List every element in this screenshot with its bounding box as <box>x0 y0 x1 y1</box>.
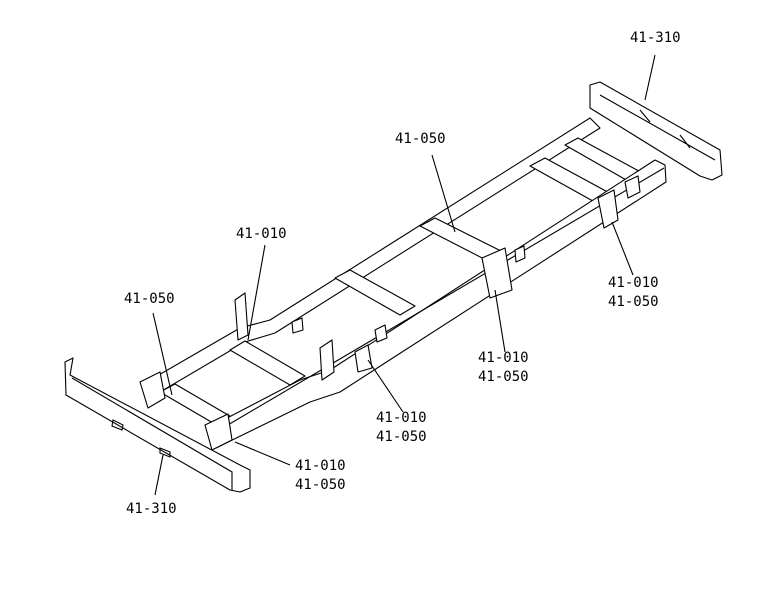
leader-lines <box>152 54 656 496</box>
left-side-rail <box>144 117 601 396</box>
brackets <box>139 175 641 451</box>
part-number: 41-010 <box>608 275 659 291</box>
part-number: 41-010 <box>236 226 287 242</box>
part-number: 41-310 <box>126 501 177 517</box>
part-number: 41-050 <box>608 294 659 310</box>
part-number: 41-010 <box>295 458 346 474</box>
part-number: 41-010 <box>478 350 529 366</box>
callout-front-bumper: 41-310 <box>126 500 177 519</box>
callout-mid-hanger: 41-010 41-050 <box>478 349 529 387</box>
callout-crossmember-center: 41-050 <box>395 130 446 149</box>
part-number: 41-050 <box>395 131 446 147</box>
part-number: 41-010 <box>376 410 427 426</box>
callout-rear-bumper: 41-310 <box>630 29 681 48</box>
part-number: 41-050 <box>478 369 529 385</box>
part-number: 41-050 <box>124 291 175 307</box>
part-number: 41-310 <box>630 30 681 46</box>
rear-bumper-drawing <box>589 81 723 181</box>
crossmembers <box>159 137 649 431</box>
part-number: 41-050 <box>295 477 346 493</box>
callout-rear-hanger: 41-010 41-050 <box>608 274 659 312</box>
callout-front-bracket: 41-010 <box>236 225 287 244</box>
callout-front-crossmember: 41-050 <box>124 290 175 309</box>
part-number: 41-050 <box>376 429 427 445</box>
front-bumper-drawing <box>64 357 251 493</box>
right-side-rail <box>207 159 667 449</box>
callout-front-hanger: 41-010 41-050 <box>295 457 346 495</box>
callout-center-bracket: 41-010 41-050 <box>376 409 427 447</box>
